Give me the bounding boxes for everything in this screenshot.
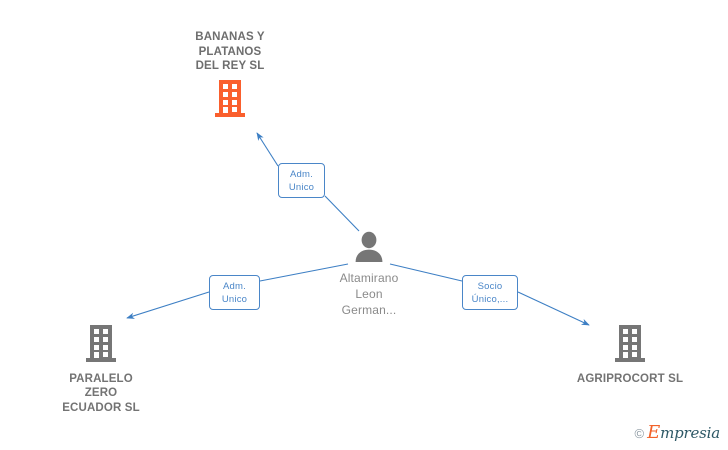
edge-person-to-agriprocort-right xyxy=(517,291,590,326)
edge-label-socio-unico-agriprocort[interactable]: Socio Único,... xyxy=(462,275,518,310)
brand-initial: E xyxy=(647,422,661,443)
edge-label-adm-unico-paralelo[interactable]: Adm. Unico xyxy=(209,275,260,310)
node-label-agriprocort: AGRIPROCORT SL xyxy=(576,372,684,385)
node-label-paralelo: PARALELO ZERO ECUADOR SL xyxy=(62,372,140,414)
graph-node-company-bananas[interactable]: BANANAS Y PLATANOS DEL REY SL xyxy=(176,30,284,121)
brand-wordmark: Empresia xyxy=(647,424,720,442)
node-label-bananas: BANANAS Y PLATANOS DEL REY SL xyxy=(195,31,265,72)
copyright-icon: © xyxy=(634,425,645,441)
edge-label-adm-unico-root[interactable]: Adm. Unico xyxy=(278,163,325,198)
edge-person-to-root-upper xyxy=(256,132,279,167)
building-icon xyxy=(215,79,245,122)
empresia-watermark: © Empresia xyxy=(634,424,721,442)
graph-node-company-paralelo[interactable]: PARALELO ZERO ECUADOR SL xyxy=(42,325,160,415)
node-label-altamirano: Altamirano Leon German... xyxy=(339,270,399,317)
building-icon xyxy=(615,325,645,367)
edge-person-to-paralelo-left xyxy=(126,291,210,319)
graph-node-person-altamirano[interactable]: Altamirano Leon German... xyxy=(310,231,428,318)
person-icon xyxy=(354,231,384,266)
graph-node-company-agriprocort[interactable]: AGRIPROCORT SL xyxy=(570,325,690,386)
brand-rest: mpresia xyxy=(660,424,720,442)
building-icon xyxy=(86,325,116,367)
edge-person-to-root-lower xyxy=(324,195,360,232)
